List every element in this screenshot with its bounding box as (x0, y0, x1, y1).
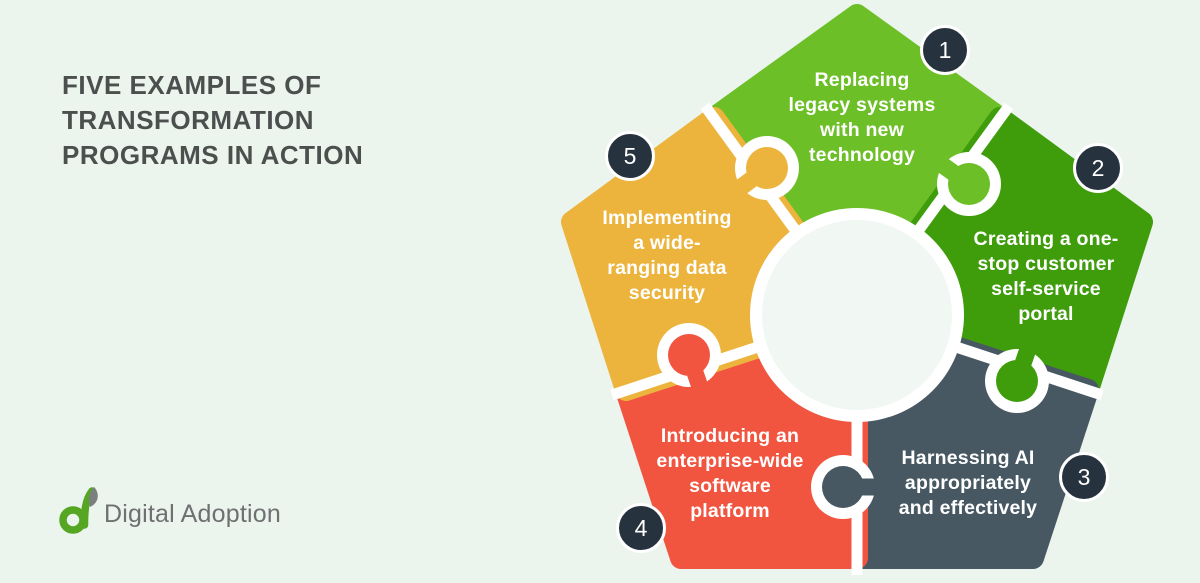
label-line: appropriately (904, 472, 1032, 494)
label-line: Implementing (602, 207, 732, 229)
label-line: Introducing an (660, 425, 800, 447)
badge-1: 1 (920, 25, 970, 75)
piece-1-label: Replacing legacy systems with new techno… (742, 68, 982, 168)
logo-text: Digital Adoption (104, 500, 281, 528)
label-line: software (689, 475, 771, 497)
badge-number: 4 (634, 514, 648, 541)
title-line: PROGRAMS IN ACTION (62, 140, 364, 170)
piece-5-label: Implementing a wide- ranging data securi… (557, 206, 777, 306)
badge-number: 1 (938, 36, 952, 63)
center-circle (762, 220, 952, 410)
badge-number: 5 (623, 142, 637, 169)
label-line: with new (820, 119, 904, 141)
label-line: Creating a one- (973, 228, 1119, 250)
puzzle-knob-2 (996, 360, 1038, 402)
puzzle-knob-4 (668, 334, 710, 376)
label-line: a wide- (633, 232, 701, 254)
title-line: FIVE EXAMPLES OF (62, 70, 322, 100)
label-line: enterprise-wide (656, 450, 804, 472)
puzzle-knob-5 (746, 147, 788, 189)
label-line: Harnessing AI (901, 447, 1035, 469)
piece-2-label: Creating a one- stop customer self-servi… (946, 227, 1146, 327)
puzzle-knob-1 (948, 163, 990, 205)
label-line: platform (690, 500, 770, 522)
label-line: and effectively (898, 497, 1038, 519)
label-line: Replacing (814, 69, 910, 91)
label-line: ranging data (607, 257, 727, 279)
puzzle-knob-3 (822, 466, 864, 508)
digital-adoption-icon (59, 487, 98, 534)
page-title: FIVE EXAMPLES OF TRANSFORMATION PROGRAMS… (62, 68, 363, 173)
label-line: legacy systems (788, 94, 936, 116)
label-line: self-service (991, 278, 1101, 300)
digital-adoption-logo: Digital Adoption (58, 484, 281, 536)
badge-number: 2 (1091, 154, 1105, 181)
label-line: portal (1018, 303, 1074, 325)
label-line: stop customer (977, 253, 1115, 275)
label-line: technology (808, 144, 915, 166)
piece-3-label: Harnessing AI appropriately and effectiv… (858, 446, 1078, 521)
badge-3: 3 (1059, 452, 1109, 502)
badge-5: 5 (605, 131, 655, 181)
label-line: security (628, 282, 706, 304)
badge-2: 2 (1073, 143, 1123, 193)
piece-4-label: Introducing an enterprise-wide software … (620, 424, 840, 524)
title-line: TRANSFORMATION (62, 105, 315, 135)
badge-number: 3 (1077, 463, 1091, 490)
badge-4: 4 (616, 503, 666, 553)
